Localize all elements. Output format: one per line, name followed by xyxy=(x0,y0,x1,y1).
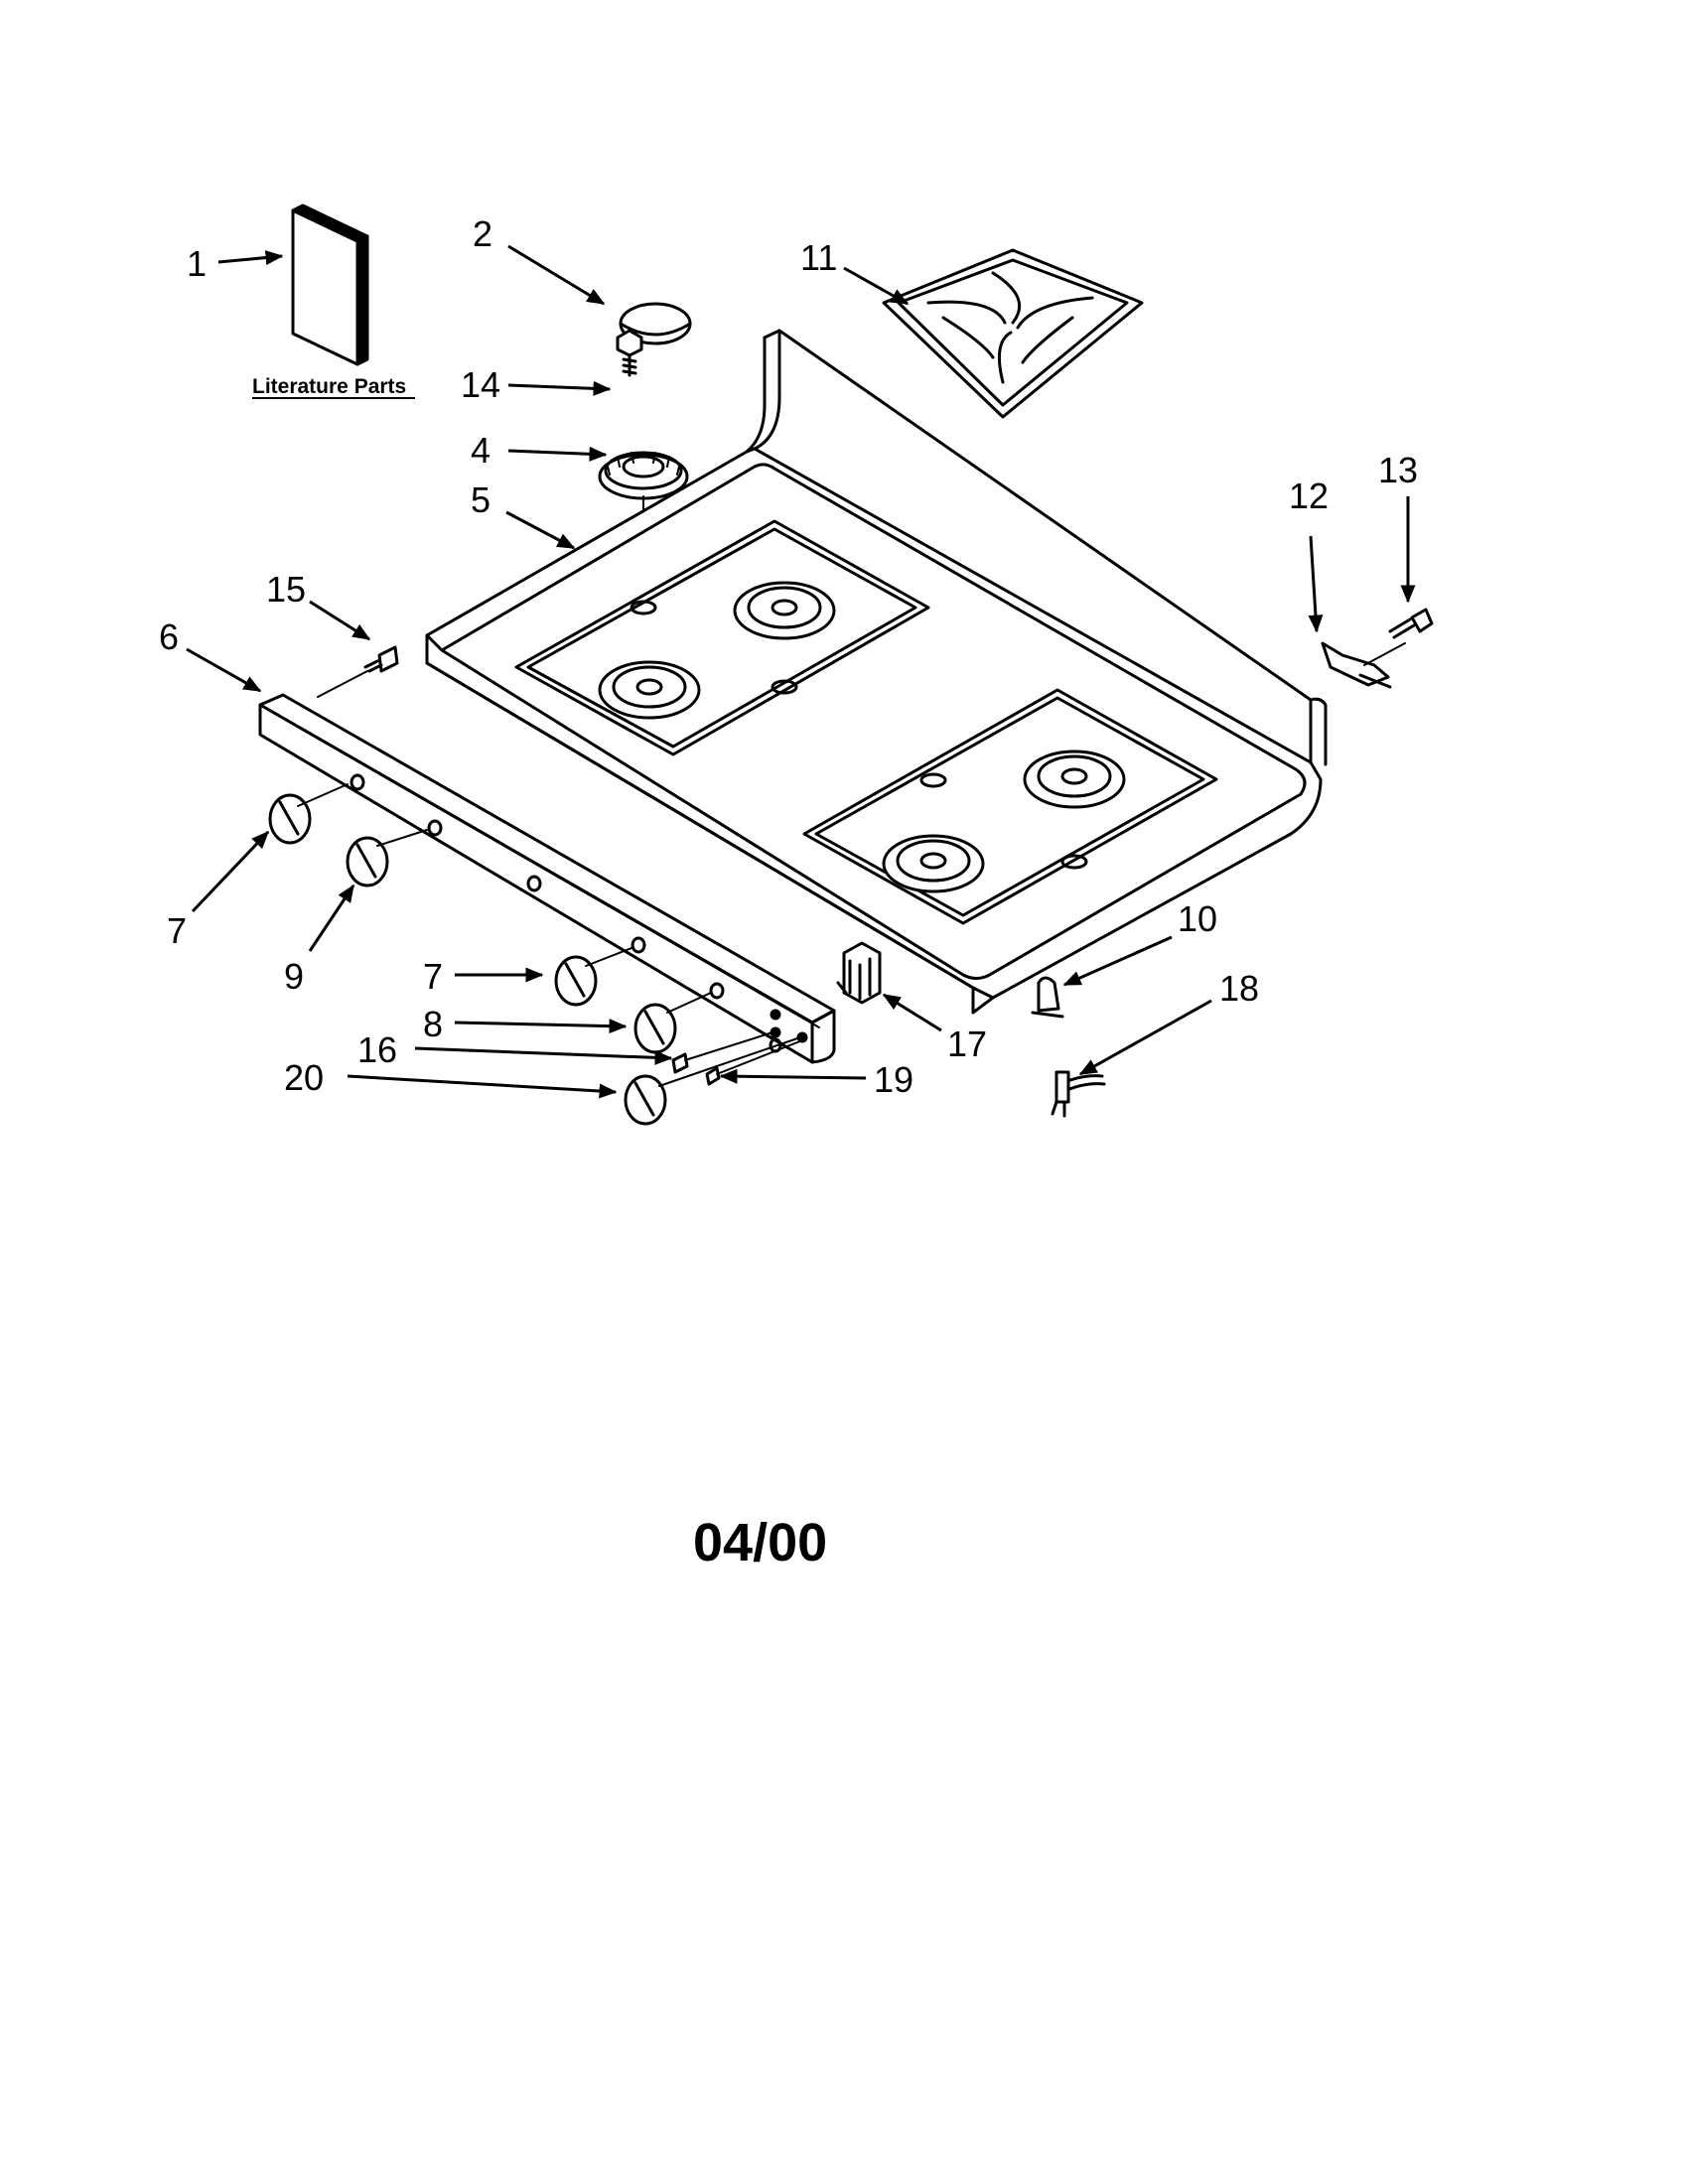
control-panel xyxy=(258,693,836,1064)
callout-9: 9 xyxy=(284,956,304,997)
callout-19: 19 xyxy=(874,1059,913,1100)
callout-10: 10 xyxy=(1178,898,1217,939)
knob-8 xyxy=(633,992,712,1054)
callout-4: 4 xyxy=(471,430,491,471)
literature-parts-caption: Literature Parts xyxy=(252,375,406,398)
panel-screw-15 xyxy=(317,645,399,698)
callout-7-left: 7 xyxy=(167,910,187,951)
literature-booklet xyxy=(291,204,369,366)
callout-12: 12 xyxy=(1289,476,1329,516)
callout-1: 1 xyxy=(187,243,207,284)
callout-20: 20 xyxy=(284,1057,324,1098)
burner-screw xyxy=(616,329,643,377)
knob-7-left xyxy=(268,783,349,845)
terminal-block-17 xyxy=(836,941,882,1005)
burner-grate xyxy=(882,248,1144,419)
callout-13: 13 xyxy=(1378,450,1418,490)
screw-16 xyxy=(671,1031,773,1074)
screw-13 xyxy=(1388,608,1434,639)
knob-9 xyxy=(346,829,428,887)
callout-7-right: 7 xyxy=(423,956,443,997)
leader-lines xyxy=(186,244,1416,1099)
callout-11: 11 xyxy=(800,237,837,278)
knobs xyxy=(268,783,801,1126)
callout-8: 8 xyxy=(423,1004,443,1044)
callout-numbers: 1 2 11 14 4 5 12 13 15 6 7 9 7 8 16 20 1… xyxy=(159,213,1418,1100)
callout-18: 18 xyxy=(1219,968,1259,1009)
callout-15: 15 xyxy=(266,569,306,610)
knob-20 xyxy=(624,1036,801,1126)
igniter-bracket-12 xyxy=(1321,641,1406,689)
clip-10 xyxy=(1031,976,1064,1019)
wire-harness-18 xyxy=(1051,1070,1106,1118)
callout-2: 2 xyxy=(473,213,492,254)
callout-16: 16 xyxy=(357,1029,397,1070)
knob-7-right xyxy=(554,947,632,1007)
screw-19 xyxy=(705,1039,803,1086)
callout-14: 14 xyxy=(461,364,500,405)
burner-cap xyxy=(619,302,692,345)
cooktop xyxy=(425,329,1328,1015)
callout-5: 5 xyxy=(471,479,491,520)
callout-6: 6 xyxy=(159,616,179,657)
date-code: 04/00 xyxy=(693,1513,827,1572)
callout-17: 17 xyxy=(947,1024,987,1064)
